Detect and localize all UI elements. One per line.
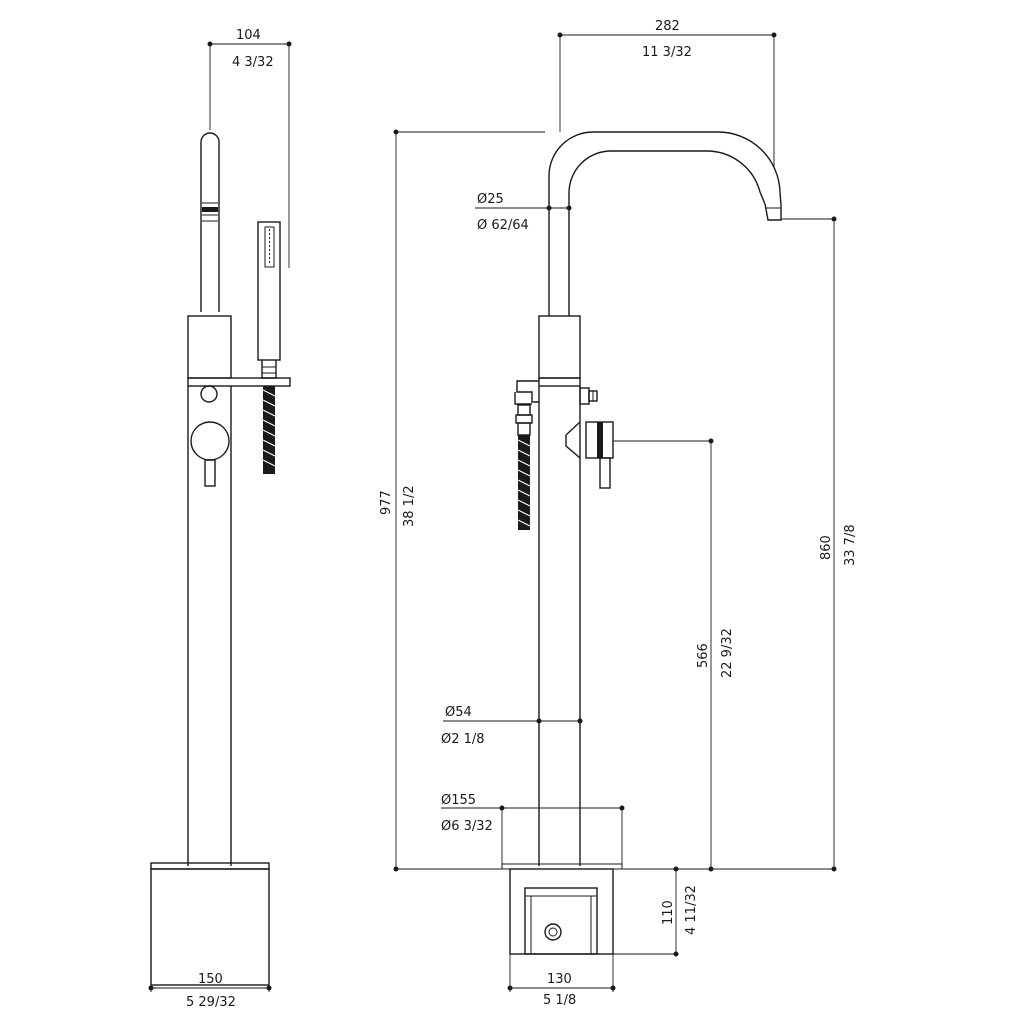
front-view: 282 11 3/32 977 38 1/2 Ø25 Ø 62/64	[379, 19, 858, 1008]
side-spout	[200, 132, 220, 312]
handshower-offset-inch: 4 3/32	[232, 55, 274, 70]
base-diameter-dimension: Ø155 Ø6 3/32	[441, 793, 625, 866]
front-hose	[514, 380, 539, 530]
front-spout	[548, 131, 782, 316]
box-width-side-mm: 150	[198, 972, 223, 987]
spout-height-mm: 860	[819, 535, 834, 560]
box-width-front-mm: 130	[547, 972, 572, 987]
side-mixer-lever	[204, 459, 216, 487]
total-height-dimension: 977 38 1/2	[379, 129, 545, 872]
spout-height-inch: 33 7/8	[843, 524, 858, 566]
side-body	[187, 315, 232, 379]
spout-diameter-mm: Ø25	[477, 192, 504, 207]
box-height-dimension: 110 4 11/32	[613, 866, 699, 957]
handle-height-mm: 566	[696, 643, 711, 668]
side-floor-plate	[150, 862, 270, 870]
total-height-inch: 38 1/2	[402, 485, 417, 527]
spout-reach-dimension: 282 11 3/32	[557, 19, 777, 168]
spout-reach-mm: 282	[655, 19, 680, 34]
side-diverter-knob	[200, 385, 218, 403]
side-handshower	[257, 221, 281, 474]
base-diameter-mm: Ø155	[441, 793, 476, 808]
box-width-front-inch: 5 1/8	[543, 993, 576, 1008]
handle-height-inch: 22 9/32	[720, 628, 735, 678]
column-diameter-mm: Ø54	[445, 705, 472, 720]
front-floor-plate	[501, 863, 623, 870]
front-body	[538, 315, 581, 379]
front-mixer-handle	[565, 421, 614, 489]
handle-height-dimension: 566 22 9/32	[613, 438, 735, 872]
box-height-mm: 110	[661, 900, 676, 925]
spout-diameter-dimension: Ø25 Ø 62/64	[475, 192, 572, 233]
spout-height-dimension: 860 33 7/8	[781, 216, 858, 872]
side-mixer-handle	[190, 421, 230, 461]
handshower-offset-mm: 104	[236, 28, 261, 43]
front-collar	[538, 377, 581, 387]
front-base-box	[509, 868, 614, 955]
spout-reach-inch: 11 3/32	[642, 45, 692, 60]
total-height-mm: 977	[379, 490, 394, 515]
box-width-side-inch: 5 29/32	[186, 995, 236, 1010]
column-diameter-inch: Ø2 1/8	[441, 732, 485, 747]
side-view: 104 4 3/32	[148, 28, 292, 1010]
base-diameter-inch: Ø6 3/32	[441, 819, 493, 834]
handshower-offset-dimension: 104 4 3/32	[207, 28, 292, 268]
box-height-inch: 4 11/32	[684, 885, 699, 935]
side-shelf	[187, 377, 291, 387]
side-base-box	[150, 868, 270, 986]
column-diameter-dimension: Ø54 Ø2 1/8	[441, 705, 583, 747]
box-width-front-dimension: 130 5 1/8	[507, 954, 616, 1008]
spout-diameter-inch: Ø 62/64	[477, 218, 529, 233]
box-width-side-dimension: 150 5 29/32	[148, 972, 272, 1010]
front-diverter	[579, 387, 598, 405]
